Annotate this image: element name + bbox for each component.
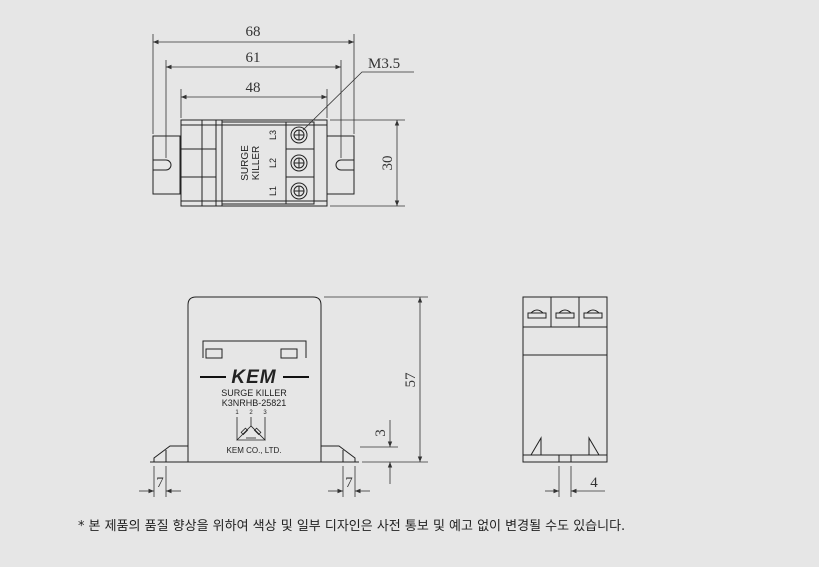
module-label-line2: KILLER (251, 146, 262, 180)
terminal-labels: L3 L2 L1 (268, 130, 278, 196)
terminal-screws (290, 126, 308, 200)
screw-callout: M3.5 (368, 56, 400, 72)
manufacturer: KEM CO., LTD. (227, 446, 282, 455)
module-label-line1: SURGE (240, 145, 251, 181)
model-number: K3NRHB-25821 (222, 398, 287, 408)
dim-height-30: 30 (380, 156, 396, 171)
footnote-marker: * (78, 519, 85, 534)
side-view (522, 296, 608, 463)
terminal-label-l1: L1 (268, 186, 278, 196)
dim-height-57: 57 (403, 372, 419, 388)
front-view (150, 296, 359, 463)
screw-l3 (290, 126, 308, 144)
dim-width-48: 48 (246, 80, 261, 96)
dim-width-68: 68 (246, 24, 261, 40)
footnote-text: 본 제품의 품질 향상을 위하여 색상 및 일부 디자인은 사전 통보 및 예고… (88, 519, 626, 534)
terminal-label-l3: L3 (268, 130, 278, 140)
front-view-dimensions (139, 296, 428, 497)
product-line: SURGE KILLER (221, 388, 287, 398)
dim-pitch-61: 61 (246, 50, 261, 66)
screw-l1 (290, 182, 308, 200)
pin-numbers: 1 2 3 (235, 410, 267, 416)
pin-3: 3 (263, 410, 267, 416)
screw-l2 (290, 154, 308, 172)
terminal-label-l2: L2 (268, 158, 278, 168)
pin-1: 1 (235, 410, 239, 416)
kem-logo: KEM (200, 367, 309, 388)
module-label: SURGE KILLER (240, 145, 262, 181)
footnote: *본 제품의 품질 향상을 위하여 색상 및 일부 디자인은 사전 통보 및 예… (78, 515, 625, 534)
side-view-dimensions (545, 466, 605, 497)
dim-left-tab-7: 7 (156, 475, 164, 491)
dim-right-tab-7: 7 (345, 475, 353, 491)
brand-text: KEM (231, 367, 276, 388)
circuit-symbol (236, 417, 266, 441)
top-view-dimensions (152, 34, 414, 207)
dim-flange-3: 3 (373, 429, 389, 437)
dim-side-tab-4: 4 (590, 475, 598, 491)
pin-2: 2 (249, 410, 253, 416)
